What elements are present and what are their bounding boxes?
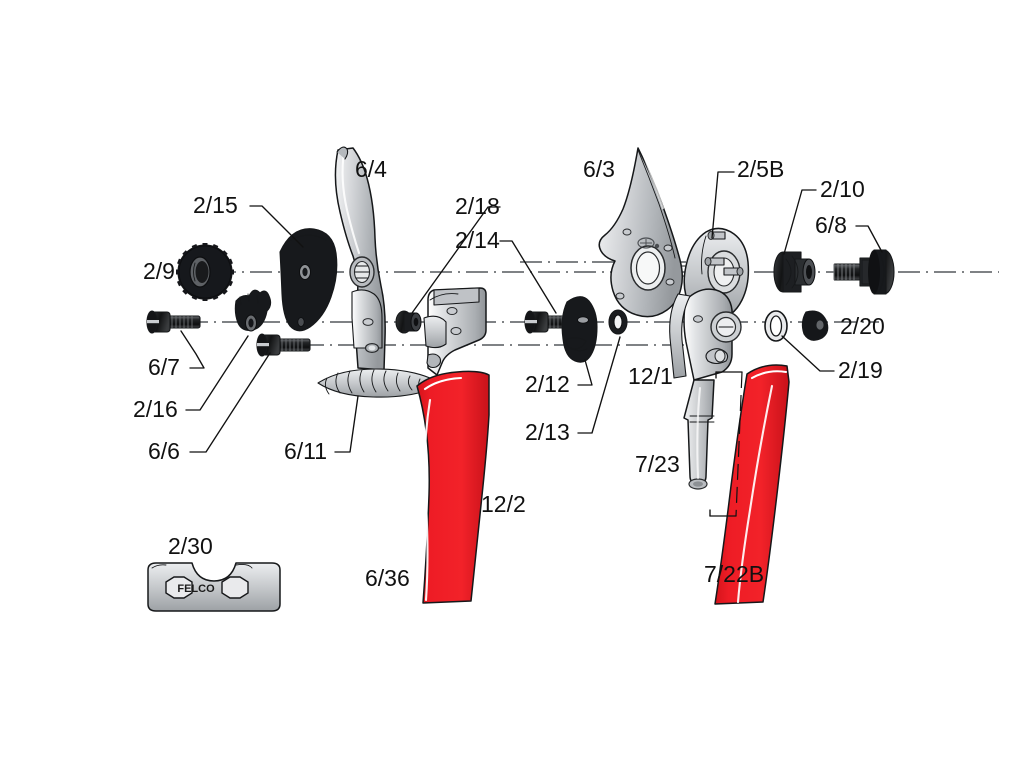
label-6-6: 6/6 — [148, 438, 180, 464]
label-6-4: 6/4 — [355, 156, 387, 182]
part-number-labels: 2/15 6/4 2/9 6/7 2/16 6/6 6/11 2/18 2/14… — [133, 156, 885, 591]
part-6-3-blade — [598, 147, 684, 318]
part-2-12-latch-plate — [561, 296, 598, 363]
leader-6-7 — [180, 330, 205, 369]
leader-2-12 — [577, 359, 593, 386]
leader-lines — [180, 171, 883, 453]
label-2-16: 2/16 — [133, 396, 178, 422]
leader-6-11 — [334, 395, 359, 453]
felco-brand-text: FELCO — [177, 583, 215, 595]
label-6-3: 6/3 — [583, 156, 615, 182]
part-2-30-felco-wrench: FELCO — [147, 562, 281, 612]
leader-2-10 — [783, 189, 817, 255]
part-12-2-handle-body-left — [416, 287, 490, 604]
part-12-1-handle-body-right — [669, 288, 742, 490]
part-2-9-toothed-sprocket — [176, 243, 234, 301]
label-2-13: 2/13 — [525, 419, 570, 445]
part-2-19-washer-ring — [764, 310, 788, 342]
part-6-6-slotted-screw — [256, 333, 311, 357]
label-6-7: 6/7 — [148, 354, 180, 380]
label-12-2: 12/2 — [481, 491, 526, 517]
label-2-30: 2/30 — [168, 533, 213, 559]
label-7-23: 7/23 — [635, 451, 680, 477]
part-6-11-coil-spring — [317, 368, 443, 398]
part-2-10-bolt-bushing — [773, 251, 816, 293]
label-2-20: 2/20 — [840, 313, 885, 339]
leader-2-19 — [781, 335, 835, 372]
leader-6-6 — [189, 352, 271, 453]
dimension-bracket-7-23 — [709, 371, 743, 517]
label-2-5B: 2/5B — [737, 156, 784, 182]
part-2-15-cam-plate — [279, 228, 338, 332]
label-2-10: 2/10 — [820, 176, 865, 202]
part-2-13-washer — [608, 309, 628, 335]
label-2-14: 2/14 — [455, 227, 500, 253]
label-2-19: 2/19 — [838, 357, 883, 383]
leader-2-15 — [249, 205, 304, 248]
label-7-22B: 7/22B — [704, 561, 764, 587]
part-6-8-center-bolt — [833, 249, 895, 295]
part-2-18-bushing — [395, 310, 422, 334]
label-6-36: 6/36 — [365, 565, 410, 591]
label-2-12: 2/12 — [525, 371, 570, 397]
leader-6-8 — [855, 225, 883, 253]
part-6-7-slotted-screw — [146, 310, 201, 334]
label-12-1: 12/1 — [628, 363, 673, 389]
label-6-11: 6/11 — [284, 438, 327, 464]
part-2-20-nut-cap — [801, 310, 829, 341]
leader-2-16 — [185, 335, 249, 411]
blade-etch-mark — [637, 237, 660, 249]
part-2-16-spring-clip — [234, 289, 272, 332]
label-2-18: 2/18 — [455, 193, 500, 219]
part-7-22B-handle-grip-right — [714, 364, 790, 605]
label-6-8: 6/8 — [815, 212, 847, 238]
leader-2-5B — [711, 171, 735, 239]
label-2-15: 2/15 — [193, 192, 238, 218]
leader-2-18 — [411, 206, 501, 314]
label-2-9: 2/9 — [143, 258, 175, 284]
felco-brand-mark: FELCO — [177, 583, 215, 595]
leader-2-13 — [577, 336, 621, 434]
leader-2-14 — [499, 240, 557, 314]
